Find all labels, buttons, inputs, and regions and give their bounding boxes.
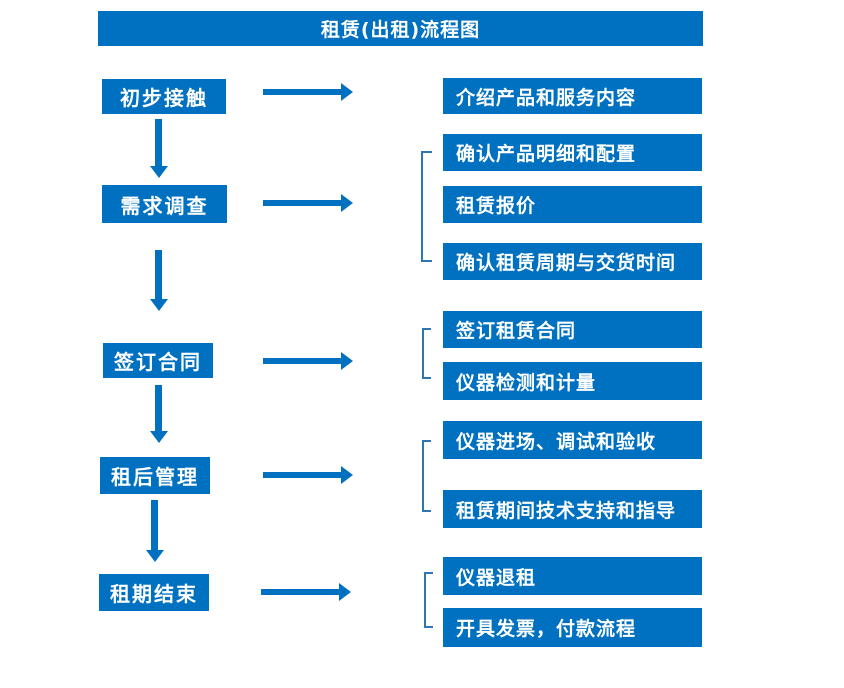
step-box-rental-end: 租期结束 (99, 574, 209, 611)
down-arrow-icon (155, 250, 162, 299)
down-arrow-icon (151, 500, 158, 550)
step-box-post-rental-management: 租后管理 (100, 457, 210, 494)
right-arrow-icon (263, 89, 341, 95)
step-box-demand-survey: 需求调查 (102, 185, 227, 223)
group-bracket (422, 440, 431, 512)
right-arrow-icon (261, 589, 339, 595)
detail-box-instrument-testing: 仪器检测和计量 (443, 362, 702, 400)
detail-box-instrument-return: 仪器退租 (443, 557, 702, 595)
detail-box-sign-rental-contract: 签订租赁合同 (443, 311, 702, 348)
right-arrow-icon (263, 472, 341, 478)
down-arrow-icon (155, 385, 162, 431)
group-bracket (421, 151, 432, 262)
detail-box-invoice-payment: 开具发票，付款流程 (443, 608, 702, 647)
group-bracket (424, 572, 433, 628)
down-arrow-icon (155, 119, 162, 166)
detail-box-technical-support: 租赁期间技术支持和指导 (443, 490, 702, 528)
detail-box-instrument-setup-acceptance: 仪器进场、调试和验收 (443, 421, 702, 459)
detail-box-rental-quotation: 租赁报价 (443, 186, 702, 223)
right-arrow-icon (263, 358, 341, 364)
step-box-initial-contact: 初步接触 (102, 79, 226, 114)
detail-box-introduce-products: 介绍产品和服务内容 (443, 78, 702, 114)
step-box-sign-contract: 签订合同 (103, 343, 213, 378)
detail-box-confirm-period-delivery: 确认租赁周期与交货时间 (443, 243, 702, 280)
flowchart-title: 租赁(出租)流程图 (98, 11, 703, 46)
group-bracket (422, 328, 431, 379)
right-arrow-icon (263, 200, 341, 206)
detail-box-confirm-product-details: 确认产品明细和配置 (443, 134, 702, 171)
